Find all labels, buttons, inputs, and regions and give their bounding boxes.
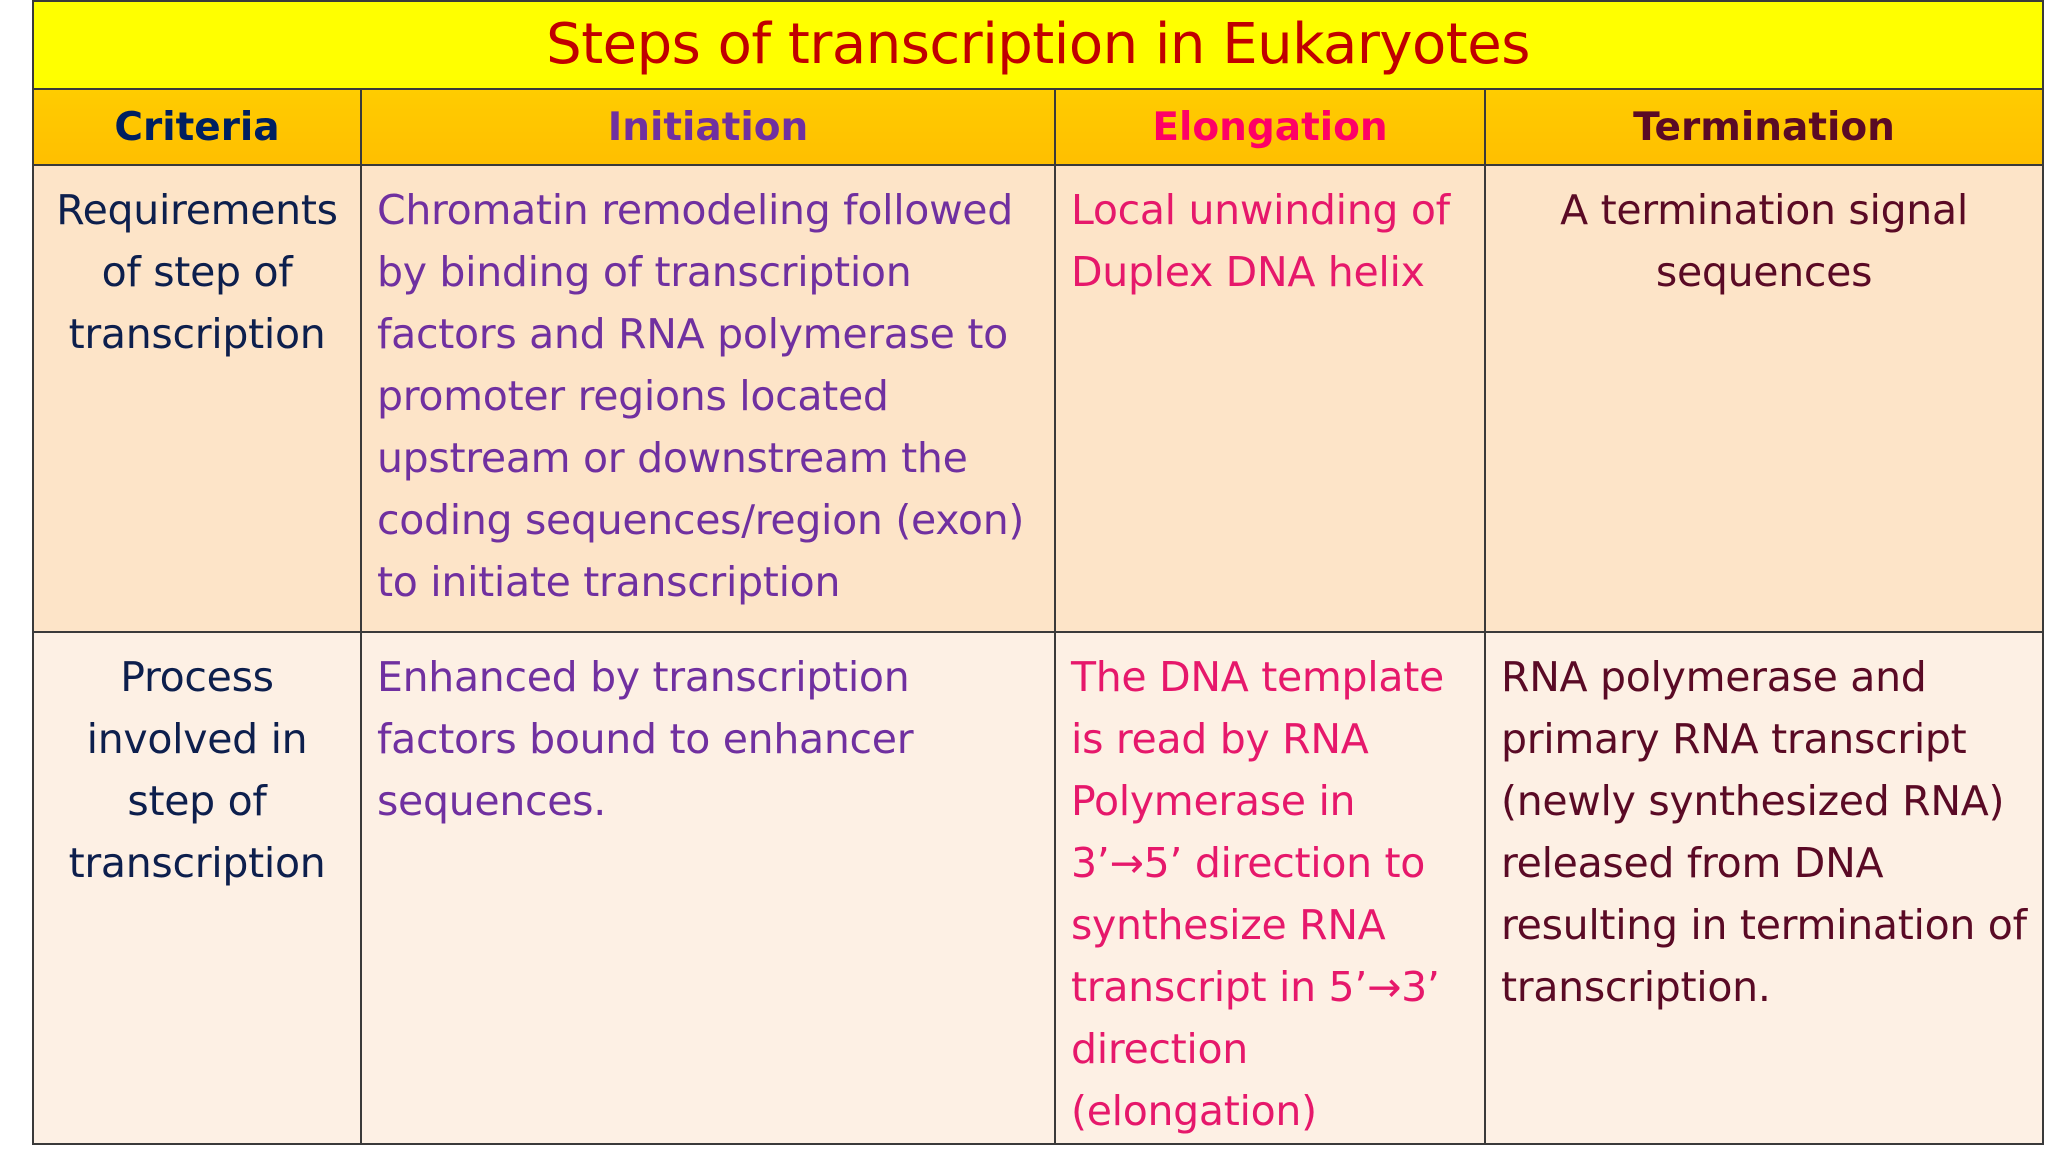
termination-requirements: A termination signal sequences <box>1560 186 1968 296</box>
header-initiation: Initiation <box>360 88 1056 166</box>
page-title: Steps of transcription in Eukaryotes <box>31 0 2045 90</box>
cell-elongation: The DNA template is read by RNA Polymera… <box>1054 631 1486 1145</box>
table-row: Process involved in step of transcriptio… <box>32 631 2045 1145</box>
cell-criteria: Process involved in step of transcriptio… <box>32 631 362 1145</box>
termination-process: RNA polymerase and primary RNA transcrip… <box>1501 653 2027 1011</box>
cell-initiation: Enhanced by transcription factors bound … <box>360 631 1056 1145</box>
header-termination: Termination <box>1483 88 2045 166</box>
header-row: Criteria Initiation Elongation Terminati… <box>32 88 2045 166</box>
elongation-process: The DNA template is read by RNA Polymera… <box>1071 653 1444 1135</box>
transcription-steps-table: Steps of transcription in Eukaryotes Cri… <box>31 0 2045 1145</box>
criteria-requirements: Requirements of step of transcription <box>56 186 338 358</box>
header-elongation: Elongation <box>1054 88 1486 166</box>
table-row: Requirements of step of transcription Ch… <box>32 164 2045 633</box>
initiation-requirements: Chromatin remodeling followed by binding… <box>377 186 1025 606</box>
cell-elongation: Local unwinding of Duplex DNA helix <box>1054 164 1486 633</box>
cell-initiation: Chromatin remodeling followed by binding… <box>360 164 1056 633</box>
cell-criteria: Requirements of step of transcription <box>32 164 362 633</box>
criteria-process: Process involved in step of transcriptio… <box>68 653 326 887</box>
initiation-process: Enhanced by transcription factors bound … <box>377 653 914 825</box>
header-criteria: Criteria <box>32 88 362 166</box>
elongation-requirements: Local unwinding of Duplex DNA helix <box>1071 186 1450 296</box>
cell-termination: RNA polymerase and primary RNA transcrip… <box>1483 631 2045 1145</box>
cell-termination: A termination signal sequences <box>1483 164 2045 633</box>
